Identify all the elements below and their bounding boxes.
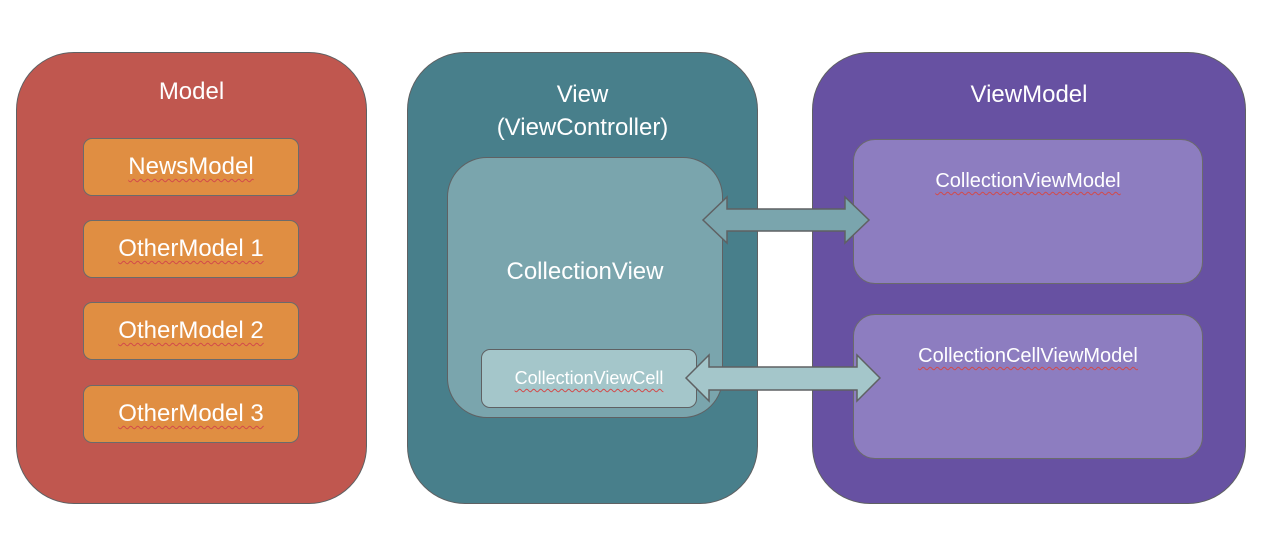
model-item-other-3: OtherModel 3 [83, 385, 299, 443]
model-item-label: OtherModel 2 [118, 317, 264, 344]
view-title: View [556, 81, 609, 108]
collection-cell-viewmodel-box: CollectionCellViewModel [853, 314, 1203, 459]
collection-viewmodel-label: CollectionViewModel [935, 170, 1121, 192]
model-item-news: NewsModel [83, 138, 299, 196]
collection-cell-viewmodel-label: CollectionCellViewModel [918, 345, 1138, 367]
collection-viewmodel-box: CollectionViewModel [853, 139, 1203, 284]
collection-view-label: CollectionView [506, 258, 664, 285]
model-item-other-2: OtherModel 2 [83, 302, 299, 360]
model-item-label: OtherModel 3 [118, 400, 264, 427]
model-item-other-1: OtherModel 1 [83, 220, 299, 278]
collection-view-cell-box: CollectionViewCell [481, 349, 697, 408]
model-item-label: NewsModel [128, 153, 254, 180]
model-item-label: OtherModel 1 [118, 235, 264, 262]
view-subtitle: (ViewController) [496, 114, 669, 141]
collection-view-cell-label: CollectionViewCell [514, 368, 664, 388]
viewmodel-title: ViewModel [970, 81, 1088, 108]
model-title: Model [158, 78, 225, 105]
